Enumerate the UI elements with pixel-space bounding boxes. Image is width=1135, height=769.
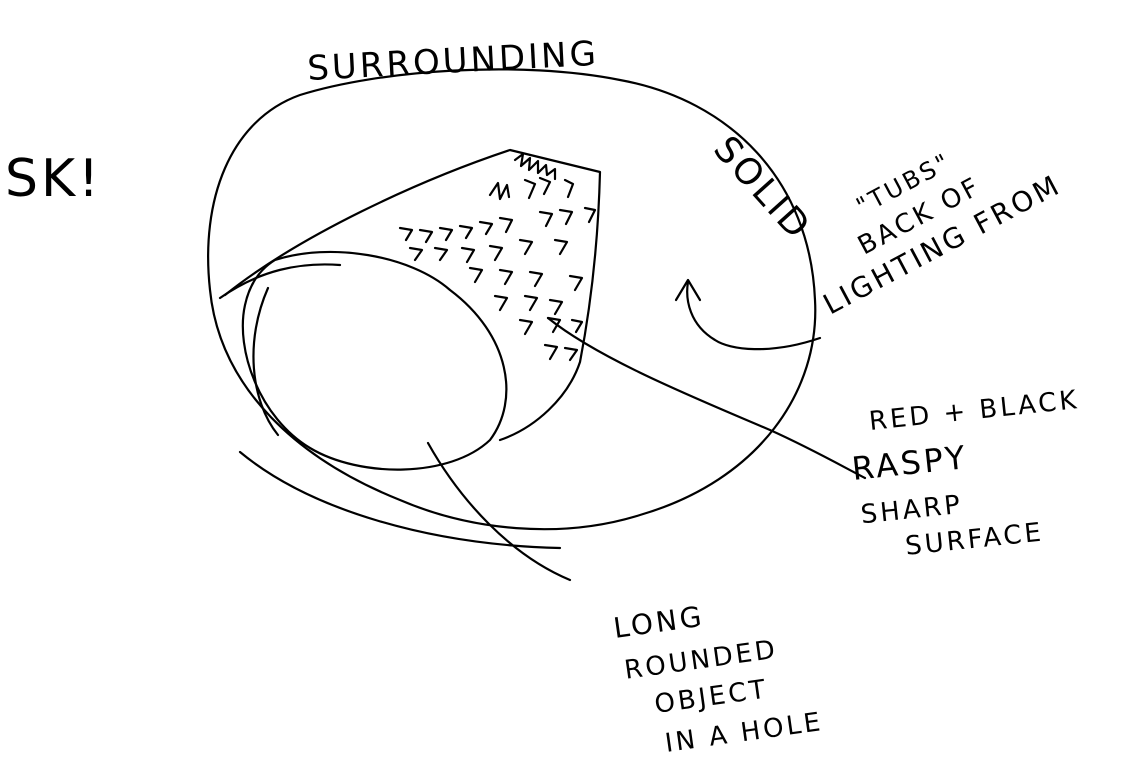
object-leader (428, 443, 570, 580)
svg-text:OBJECT: OBJECT (653, 674, 770, 720)
rasp-texture (400, 154, 595, 360)
rounded-object (243, 252, 507, 470)
label-surrounding: SURROUNDING (306, 34, 599, 89)
svg-text:LONG: LONG (611, 600, 706, 645)
label-surface: RED + BLACK RASPY SHARP SURFACE (846, 385, 1095, 567)
svg-text:RASPY: RASPY (850, 438, 970, 488)
lighting-arrow (687, 282, 820, 349)
svg-text:SURFACE: SURFACE (904, 517, 1045, 561)
surface-leader (548, 318, 865, 478)
label-lighting: LIGHTING FROM BACK OF "TUBS" (785, 107, 1066, 321)
label-sk: SK! (5, 149, 102, 209)
left-hook (253, 288, 278, 435)
svg-text:SHARP: SHARP (859, 490, 964, 531)
svg-text:RED + BLACK: RED + BLACK (868, 385, 1081, 437)
label-object: LONG ROUNDED OBJECT IN A HOLE (611, 585, 825, 764)
label-solid: SOLID (705, 129, 819, 249)
left-arc (220, 264, 340, 298)
